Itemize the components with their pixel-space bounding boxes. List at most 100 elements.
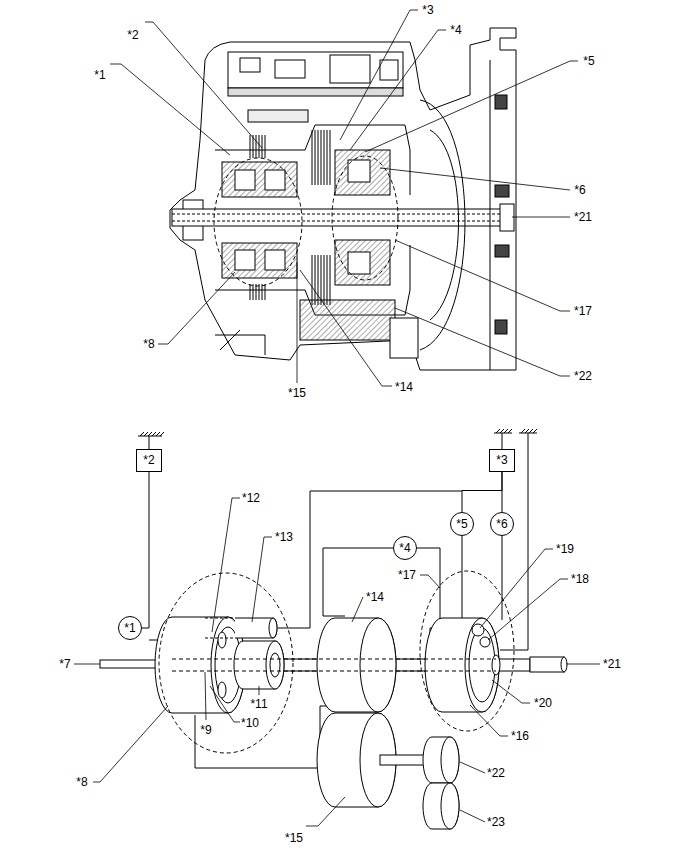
leader-lines-top-part [395, 308, 570, 376]
callout-number: *10 [240, 716, 260, 730]
leader-lines-bottom-part [252, 537, 272, 622]
callout-number: *4 [449, 23, 462, 37]
cross-section-part [495, 95, 507, 109]
schematic-part [218, 682, 226, 698]
cross-section-part [250, 135, 265, 158]
cross-section-part [235, 250, 255, 270]
clutch-circle: *5 [450, 512, 474, 536]
cross-section-part [380, 60, 398, 80]
leader-lines-bottom-part [566, 664, 600, 665]
part-callout: *1 [124, 621, 135, 635]
cross-section-part [228, 52, 403, 88]
cross-section-part [348, 160, 370, 182]
callout-number: *14 [394, 380, 414, 394]
leader-lines-bottom-part [492, 680, 530, 703]
callout-number: *13 [274, 530, 294, 544]
cross-section-part [390, 318, 418, 358]
leader-lines-top-part [300, 270, 392, 386]
leader-lines-top-part [110, 64, 230, 155]
schematic-part [100, 660, 160, 668]
leader-lines-top-part [512, 217, 570, 218]
leader-lines-top-part [145, 22, 262, 148]
schematic-part [317, 618, 396, 712]
cross-section-part [335, 240, 390, 285]
leader-lines-bottom-part [205, 672, 206, 720]
leader-lines-top-part [380, 168, 570, 190]
schematic-part [234, 641, 284, 689]
schematic-part [417, 548, 440, 620]
leader-lines-top [110, 10, 578, 386]
cross-section-part [332, 156, 398, 280]
cross-section-part [228, 88, 403, 96]
cross-section-part [222, 243, 297, 278]
leader-lines-bottom-part [93, 706, 168, 782]
cross-section-part [495, 185, 509, 197]
callout-number: *22 [573, 369, 593, 383]
callout-number: *3 [421, 3, 434, 17]
leader-lines-bottom [74, 498, 600, 826]
schematic-part [496, 429, 512, 433]
clutch-circle: *1 [118, 616, 142, 640]
schematic-part [278, 491, 462, 628]
part-callout: *6 [496, 517, 507, 531]
cross-section-part [330, 55, 370, 83]
clutch-outline [394, 537, 417, 560]
schematic-part [266, 641, 284, 689]
callout-number: *12 [241, 491, 261, 505]
cross-section-part [430, 130, 459, 320]
leader-lines-bottom-part [259, 686, 260, 695]
leader-lines-top-part [297, 262, 298, 383]
callout-number: *11 [249, 697, 268, 711]
leader-lines-top-part [350, 30, 446, 150]
schematic [100, 429, 567, 829]
schematic-part [155, 617, 245, 713]
schematic-part [420, 571, 514, 731]
part-callout: *5 [456, 517, 467, 531]
callout-number: *15 [287, 386, 307, 400]
cross-section-part [275, 60, 305, 78]
cross-section-part [420, 100, 465, 350]
leader-lines-bottom-part [420, 575, 440, 588]
leader-lines-bottom-part [352, 597, 363, 622]
schematic-part [323, 548, 393, 549]
clutch-circle: *4 [393, 536, 417, 560]
callout-number: *5 [582, 54, 595, 68]
clutch-outline [451, 513, 474, 536]
cross-section-part [240, 58, 260, 72]
leader-lines-bottom-part [74, 664, 100, 665]
cross-section [170, 28, 516, 370]
schematic-part [269, 618, 277, 638]
cross-section-part [222, 162, 297, 197]
schematic-part [530, 657, 564, 672]
schematic-part [172, 671, 496, 672]
schematic-part [159, 573, 293, 753]
schematic-part [205, 618, 235, 638]
schematic-part [140, 432, 164, 436]
callout-number: *21 [573, 210, 593, 224]
cross-section-part [172, 209, 512, 226]
cross-section-part [248, 110, 308, 122]
leader-lines-bottom-part [460, 762, 485, 773]
schematic-part [502, 433, 503, 449]
cross-section-part [348, 252, 370, 274]
callout-number: *8 [142, 337, 155, 351]
schematic-part [218, 632, 226, 648]
link-line [462, 472, 502, 513]
callout-number: *8 [75, 775, 88, 789]
cross-section-part [214, 158, 302, 286]
cross-section-part [172, 221, 505, 222]
callout-number: *15 [284, 831, 304, 845]
schematic-part [441, 737, 459, 783]
cross-section-part [170, 28, 516, 370]
callout-number: *18 [570, 572, 590, 586]
callout-number: *17 [573, 304, 593, 318]
leader-lines-top-part [395, 240, 570, 311]
schematic-part [480, 637, 490, 647]
callout-number: *1 [93, 68, 106, 82]
cross-section-part [312, 255, 330, 305]
callout-number: *2 [126, 28, 139, 42]
brake-box: *2 [136, 449, 162, 472]
